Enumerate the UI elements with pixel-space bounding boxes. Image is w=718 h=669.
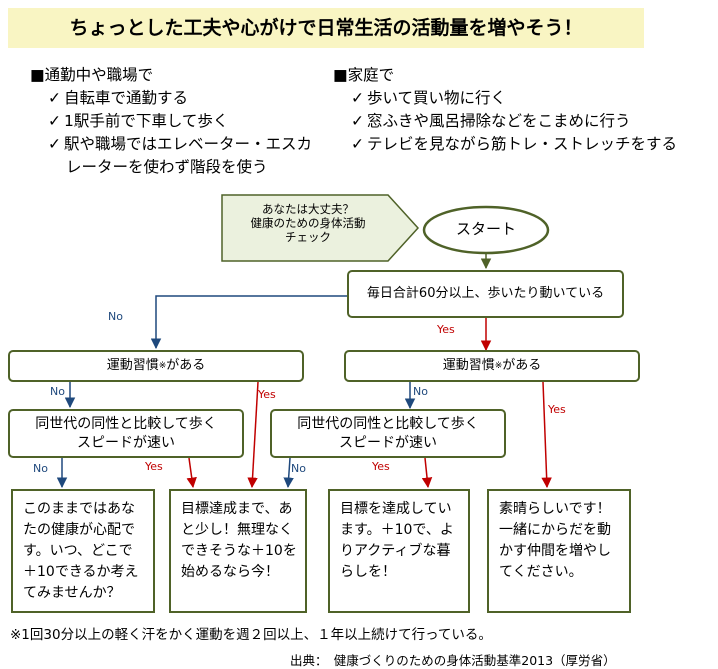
commute-item-continuation: レーターを使わず階段を使う bbox=[66, 158, 268, 176]
start-label: スタート bbox=[455, 220, 516, 238]
commute-item: ✓駅や職場ではエレベーター・エスカ bbox=[48, 135, 313, 153]
question-exercise-habit-right: 運動習慣※がある bbox=[344, 350, 640, 382]
commute-heading: ■通勤中や職場で bbox=[30, 66, 154, 84]
no-label-q1: No bbox=[108, 310, 123, 323]
result-box-almost: 目標達成まで、あと少し！無理なくできそうな＋10を始めるなら今！ bbox=[169, 489, 307, 613]
check-icon: ✓ bbox=[351, 135, 364, 153]
check-icon: ✓ bbox=[48, 89, 61, 107]
question-walking-speed-right: 同世代の同性と比較して歩く スピードが速い bbox=[270, 409, 506, 458]
question-exercise-habit-left: 運動習慣※がある bbox=[8, 350, 304, 382]
check-icon: ✓ bbox=[48, 135, 61, 153]
no-label-right-q2: No bbox=[413, 385, 428, 398]
question-walking-speed-left: 同世代の同性と比較して歩く スピードが速い bbox=[8, 409, 244, 458]
commute-item: ✓1駅手前で下車して歩く bbox=[48, 112, 229, 130]
no-label-left-q2: No bbox=[50, 385, 65, 398]
home-list: ■家庭で ✓歩いて買い物に行く ✓窓ふきや風呂掃除などをこまめに行う ✓テレビを… bbox=[333, 64, 718, 156]
check-icon: ✓ bbox=[351, 112, 364, 130]
no-label-right-q3: No bbox=[291, 462, 306, 475]
result-box-concern: このままではあなたの健康が心配です。いつ、どこで＋10できるか考えてみませんか？ bbox=[11, 489, 155, 613]
yes-label-right-q2: Yes bbox=[548, 403, 566, 416]
yes-label-right-q3: Yes bbox=[372, 460, 390, 473]
home-heading: ■家庭で bbox=[333, 66, 395, 84]
yes-label-left-q2: Yes bbox=[258, 388, 276, 401]
result-box-excellent: 素晴らしいです！一緒にからだを動かす仲間を増やしてください。 bbox=[487, 489, 631, 613]
home-item: ✓歩いて買い物に行く bbox=[351, 89, 507, 107]
result-box-achieved: 目標を達成しています。＋10で、よりアクティブな暮らしを！ bbox=[328, 489, 470, 613]
check-banner-shape bbox=[221, 194, 420, 262]
check-banner-label: あなたは大丈夫？ 健康のための身体活動 チェック bbox=[250, 202, 366, 244]
commute-item: ✓自転車で通勤する bbox=[48, 89, 189, 107]
home-item: ✓窓ふきや風呂掃除などをこまめに行う bbox=[351, 112, 631, 130]
source-citation: 出典： 健康づくりのための身体活動基準2013（厚労省） bbox=[290, 653, 616, 668]
home-item: ✓テレビを見ながら筋トレ・ストレッチをする bbox=[351, 135, 678, 153]
yes-label-q1: Yes bbox=[437, 323, 455, 336]
check-icon: ✓ bbox=[48, 112, 61, 130]
page-title: ちょっとした工夫や心がけで日常生活の活動量を増やそう！ bbox=[8, 8, 644, 48]
no-label-left-q3: No bbox=[33, 462, 48, 475]
question-daily-activity: 毎日合計60分以上、歩いたり動いている bbox=[347, 270, 624, 318]
check-icon: ✓ bbox=[351, 89, 364, 107]
commute-list: ■通勤中や職場で ✓自転車で通勤する ✓1駅手前で下車して歩く ✓駅や職場ではエ… bbox=[30, 64, 340, 179]
footnote: ※1回30分以上の軽く汗をかく運動を週２回以上、１年以上続けて行っている。 bbox=[10, 627, 492, 643]
yes-label-left-q3: Yes bbox=[145, 460, 163, 473]
